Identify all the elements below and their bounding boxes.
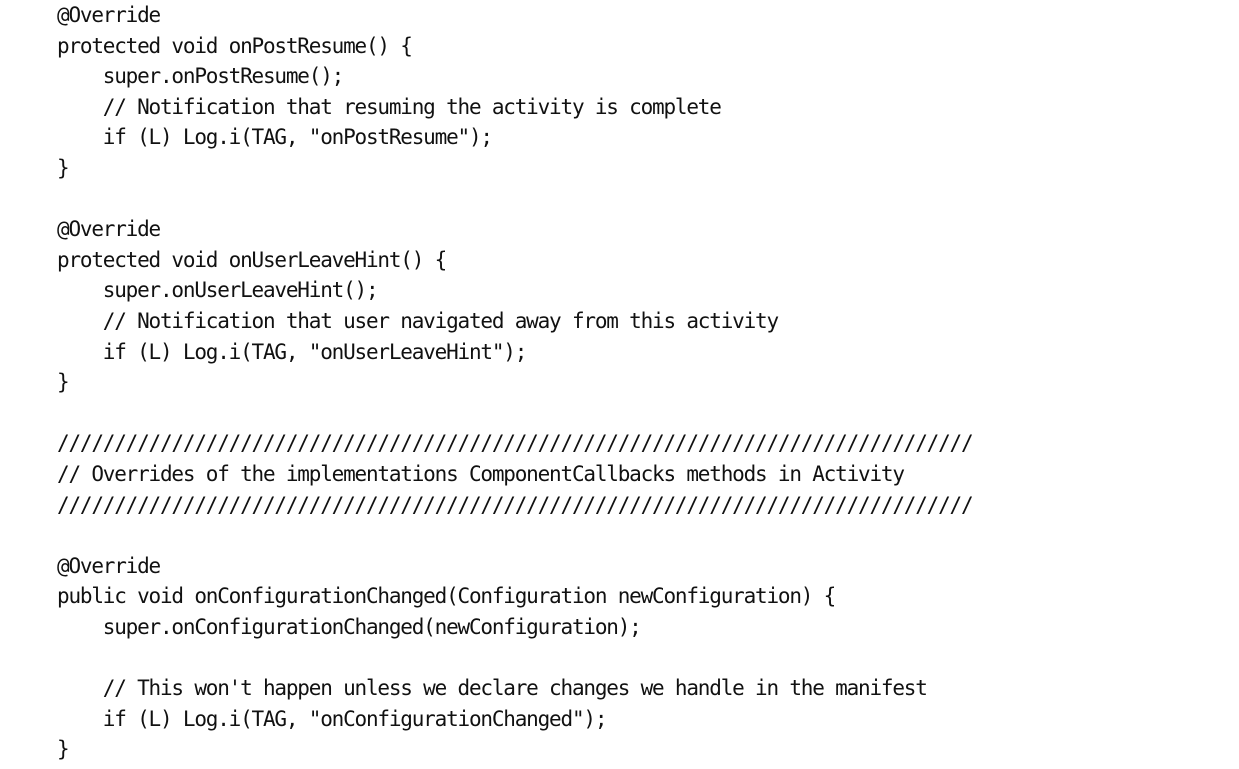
blank-line	[57, 520, 1227, 551]
blank-line	[57, 642, 1227, 673]
code-line: if (L) Log.i(TAG, "onConfigurationChange…	[57, 706, 608, 731]
code-line: if (L) Log.i(TAG, "onPostResume");	[57, 125, 493, 150]
code-line: }	[57, 370, 70, 395]
blank-line	[57, 184, 1227, 215]
comment-divider-line: ////////////////////////////////////////…	[57, 492, 974, 517]
code-line: super.onPostResume();	[57, 64, 345, 89]
code-comment-line: // Overrides of the implementations Comp…	[57, 461, 905, 486]
code-line: }	[57, 155, 70, 180]
code-line: super.onConfigurationChanged(newConfigur…	[57, 614, 642, 639]
code-line: protected void onUserLeaveHint() {	[57, 247, 447, 272]
code-line: @Override	[57, 217, 161, 242]
code-comment-line: // Notification that resuming the activi…	[57, 94, 722, 119]
code-comment-line: // This won't happen unless we declare c…	[57, 676, 928, 701]
comment-divider-line: ////////////////////////////////////////…	[57, 431, 974, 456]
code-line: @Override	[57, 3, 161, 27]
code-line: if (L) Log.i(TAG, "onUserLeaveHint");	[57, 339, 528, 364]
blank-line	[57, 398, 1227, 429]
code-line: }	[57, 737, 70, 762]
code-line: super.onUserLeaveHint();	[57, 278, 379, 303]
code-listing: @Override protected void onPostResume() …	[57, 0, 1227, 765]
code-line: public void onConfigurationChanged(Confi…	[57, 584, 836, 609]
code-line: protected void onPostResume() {	[57, 33, 413, 58]
code-line: @Override	[57, 553, 161, 578]
code-comment-line: // Notification that user navigated away…	[57, 308, 779, 333]
